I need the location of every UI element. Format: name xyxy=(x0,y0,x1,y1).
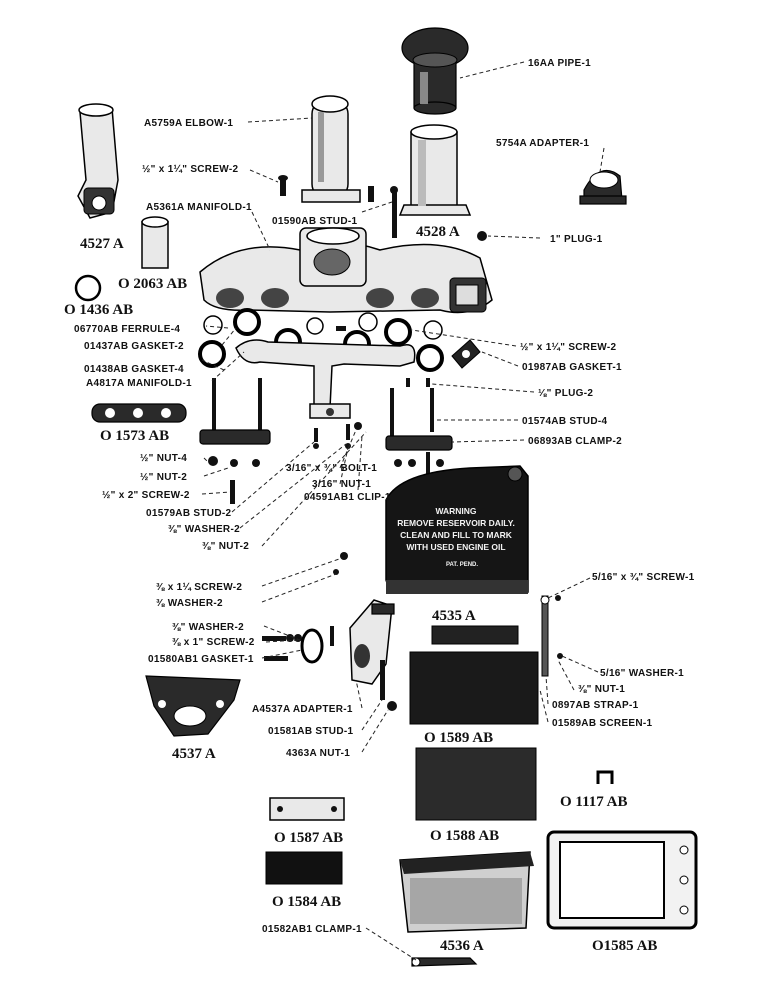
strap-0897ab xyxy=(540,595,563,677)
ferrules xyxy=(203,312,443,340)
label-nut-4363a: 4363A NUT-1 xyxy=(286,748,350,759)
label-gasket-01438ab: 01438AB GASKET-4 xyxy=(84,364,184,375)
label-gasket-01987ab: 01987AB GASKET-1 xyxy=(522,362,622,373)
part-number-1585ab: O1585 AB xyxy=(592,938,657,954)
label-nut-half-4: ½" NUT-4 xyxy=(140,453,187,464)
tray-4536a xyxy=(399,851,534,933)
label-strap-0897ab: 0897AB STRAP-1 xyxy=(552,700,639,711)
screen-strip xyxy=(431,625,519,645)
label-nut-half-2: ½" NUT-2 xyxy=(140,472,187,483)
manifold-a4817a xyxy=(235,339,416,419)
screen-1589ab xyxy=(409,651,539,725)
label-plug-eighth: ⅛" PLUG-2 xyxy=(538,388,593,399)
gaskets-01437ab xyxy=(233,308,412,346)
label-manifold-a5361a: A5361A MANIFOLD-1 xyxy=(146,202,252,213)
part-number-1584ab: O 1584 AB xyxy=(272,894,341,910)
screen-1588ab xyxy=(415,747,537,821)
reservoir-4535a xyxy=(385,465,529,594)
label-screw-5-16: 5/16" x ¾" SCREW-1 xyxy=(592,572,695,583)
label-gasket-01437ab: 01437AB GASKET-2 xyxy=(84,341,184,352)
pipe-16aa xyxy=(401,27,469,115)
label-nut-3-16: 3/16" NUT-1 xyxy=(312,479,371,490)
manifold-a5361a xyxy=(199,227,493,314)
clip-1117ab xyxy=(596,770,614,784)
bolt-clip-group xyxy=(313,422,362,449)
screw-top-left xyxy=(278,175,288,196)
label-ferrule: 06770AB FERRULE-4 xyxy=(74,324,180,335)
part-number-1589ab: O 1589 AB xyxy=(424,730,493,746)
warning-line-5: PAT. PEND. xyxy=(446,562,478,568)
label-washer-3-8-a: ⅜" WASHER-2 xyxy=(168,524,240,535)
label-screw-3-8-1-25: ⅜ x 1¼ SCREW-2 xyxy=(156,582,242,593)
screw-top-mid xyxy=(368,186,374,202)
label-nut-3-8: ⅜" NUT-2 xyxy=(202,541,249,552)
block-1584ab xyxy=(265,851,343,885)
label-stud-01590ab: 01590AB STUD-1 xyxy=(272,216,357,227)
ring-1436ab xyxy=(74,274,102,302)
frame-1585ab xyxy=(546,830,698,930)
plugs-eighth xyxy=(406,378,430,387)
part-number-2063ab: O 2063 AB xyxy=(118,276,187,292)
label-clamp-01582ab1: 01582AB1 CLAMP-1 xyxy=(262,924,362,935)
elbow-4527a xyxy=(77,103,119,219)
label-washer-5-16: 5/16" WASHER-1 xyxy=(600,668,684,679)
label-washer-3-8-b: ⅜ WASHER-2 xyxy=(156,598,223,609)
warning-line-4: WITH USED ENGINE OIL xyxy=(406,542,505,552)
plug-1in xyxy=(477,231,487,241)
part-number-1117ab: O 1117 AB xyxy=(560,794,628,810)
bar-1573ab xyxy=(91,403,187,423)
warning-title: WARNING xyxy=(435,506,476,516)
part-number-4535a: 4535 A xyxy=(432,608,476,624)
clamp-01582ab1 xyxy=(411,957,478,967)
label-clamp-06893ab: 06893AB CLAMP-2 xyxy=(528,436,622,447)
part-number-4536a: 4536 A xyxy=(440,938,484,954)
leader-lines xyxy=(201,61,605,961)
gasket-01580ab1 xyxy=(300,628,324,664)
warning-line-2: REMOVE RESERVOIR DAILY. xyxy=(397,518,515,528)
warning-plate: WARNING REMOVE RESERVOIR DAILY. CLEAN AN… xyxy=(397,506,515,568)
nuts-right xyxy=(394,452,444,474)
part-number-1588ab: O 1588 AB xyxy=(430,828,499,844)
part-number-1573ab: O 1573 AB xyxy=(100,428,169,444)
plate-1587ab xyxy=(269,797,345,821)
clamps-06893ab xyxy=(199,429,453,451)
label-plug-1in: 1" PLUG-1 xyxy=(550,234,603,245)
label-screw-half-2in: ½" x 2" SCREW-2 xyxy=(102,490,190,501)
tube-2063ab xyxy=(141,216,169,269)
label-nut-3-8-1: ⅜" NUT-1 xyxy=(578,684,625,695)
part-number-1587ab: O 1587 AB xyxy=(274,830,343,846)
adapter-a4537a xyxy=(349,599,397,711)
part-number-1436ab: O 1436 AB xyxy=(64,302,133,318)
label-pipe-16aa: 16AA PIPE-1 xyxy=(528,58,591,69)
label-screw-3-8-1: ⅜ x 1" SCREW-2 xyxy=(172,637,255,648)
part-number-4528a: 4528 A xyxy=(416,224,460,240)
adapter-5754a xyxy=(579,169,627,205)
screw-right-half xyxy=(336,326,346,331)
nuts-half xyxy=(208,456,260,504)
label-stud-01579ab: 01579AB STUD-2 xyxy=(146,508,231,519)
label-screw-right: ½" x 1¼" SCREW-2 xyxy=(520,342,616,353)
label-manifold-a4817a: A4817A MANIFOLD-1 xyxy=(86,378,192,389)
label-washer-3-8-c: ⅜" WASHER-2 xyxy=(172,622,244,633)
label-stud-01574ab: 01574AB STUD-4 xyxy=(522,416,607,427)
label-elbow-a5759a: A5759A ELBOW-1 xyxy=(144,118,233,129)
warning-line-3: CLEAN AND FILL TO MARK xyxy=(400,530,513,540)
stud-01590ab xyxy=(390,186,398,238)
adapter-4537a-base xyxy=(145,675,241,737)
elbow-a5759a xyxy=(301,95,361,203)
label-screw-top: ½" x 1¼" SCREW-2 xyxy=(142,164,238,175)
part-number-4537a: 4537 A xyxy=(172,746,216,762)
label-clip-04591ab1: 04591AB1 CLIP-1 xyxy=(304,492,391,503)
label-adapter-a4537a: A4537A ADAPTER-1 xyxy=(252,704,353,715)
stud-small xyxy=(330,626,334,646)
label-gasket-01580ab1: 01580AB1 GASKET-1 xyxy=(148,654,254,665)
label-stud-01581ab: 01581AB STUD-1 xyxy=(268,726,353,737)
label-bolt: 3/16" x ¾" BOLT-1 xyxy=(286,463,377,474)
part-number-4527a: 4527 A xyxy=(80,236,124,252)
label-screen-01589ab: 01589AB SCREEN-1 xyxy=(552,718,653,729)
studs-01574ab xyxy=(212,378,434,440)
pipe-4528a xyxy=(398,124,472,216)
label-adapter-5754a: 5754A ADAPTER-1 xyxy=(496,138,589,149)
